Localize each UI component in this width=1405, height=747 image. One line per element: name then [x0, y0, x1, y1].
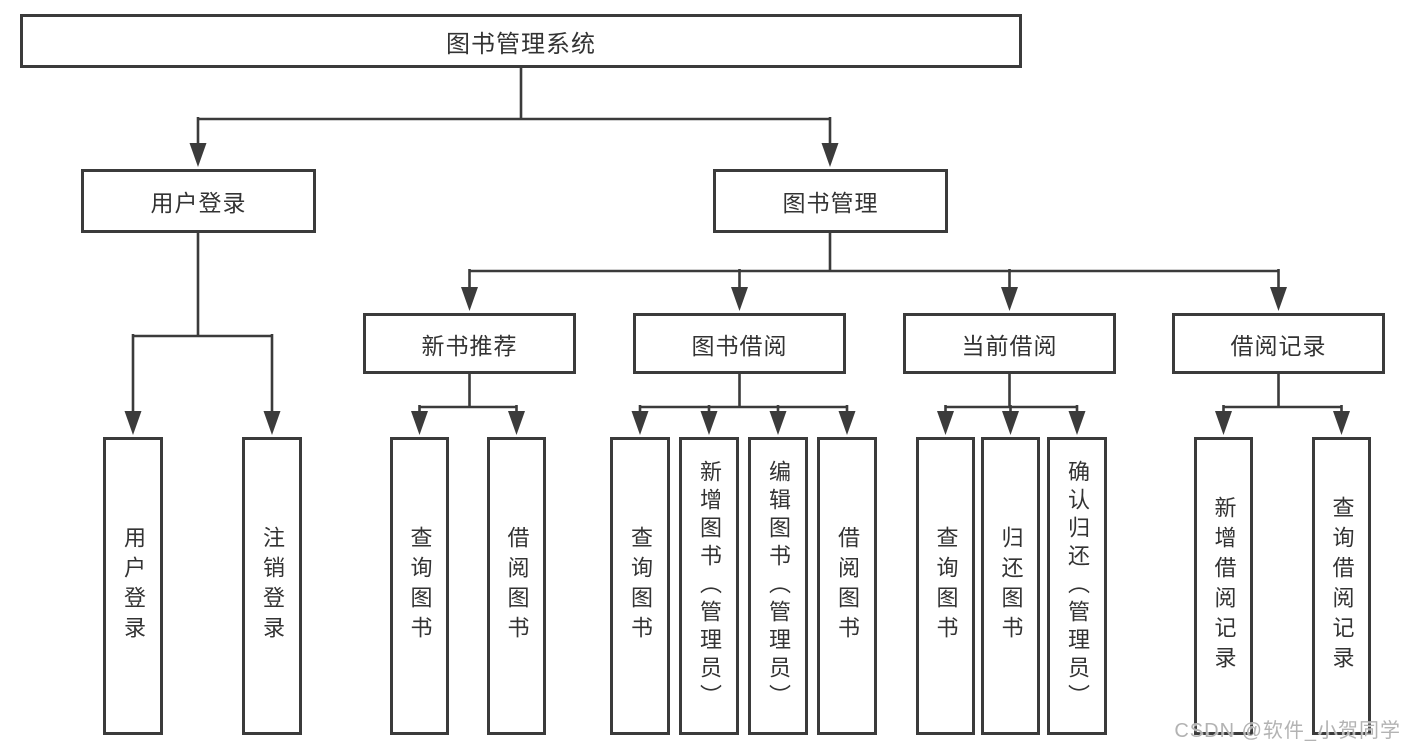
connector-records-split — [1222, 374, 1343, 421]
arrowhead-icon — [1215, 411, 1232, 435]
arrowhead-icon — [411, 411, 428, 435]
connector-borrow-split — [638, 374, 849, 421]
connector-root-to-level2 — [196, 67, 832, 152]
arrowhead-icon — [731, 287, 748, 311]
csdn-watermark: CSDN @软件_小贺同学 — [1174, 720, 1401, 742]
arrowhead-icon — [1001, 287, 1018, 311]
arrowhead-icon — [1270, 287, 1287, 311]
node-edit-book-admin: 编辑图书（管理员） — [748, 437, 808, 735]
node-logout-leaf: 注销登录 — [242, 437, 302, 735]
arrowhead-icon — [821, 143, 839, 167]
arrowhead-icon — [937, 411, 954, 435]
node-current-borrowing: 当前借阅 — [903, 313, 1116, 374]
arrowheads — [124, 143, 1350, 435]
connector-newbooks-split — [418, 374, 518, 421]
arrowhead-icon — [838, 411, 856, 435]
node-library-management-system: 图书管理系统 — [20, 14, 1022, 68]
node-user-login-branch: 用户登录 — [81, 169, 316, 233]
arrowhead-icon — [631, 411, 649, 435]
node-add-book-admin: 新增图书（管理员） — [679, 437, 739, 735]
arrowhead-icon — [1002, 411, 1019, 435]
connector-mgmt-to-level3 — [468, 233, 1280, 297]
arrowhead-icon — [508, 411, 525, 435]
node-return-book: 归还图书 — [981, 437, 1040, 735]
connector-login-split — [131, 233, 274, 421]
node-new-book-recommendation: 新书推荐 — [363, 313, 576, 374]
arrowhead-icon — [124, 411, 142, 435]
arrowhead-icon — [1333, 411, 1350, 435]
node-query-books-current: 查询图书 — [916, 437, 975, 735]
node-book-borrowing: 图书借阅 — [633, 313, 846, 374]
node-borrowing-records: 借阅记录 — [1172, 313, 1385, 374]
node-query-books-newbooks: 查询图书 — [390, 437, 449, 735]
node-confirm-return-admin: 确认归还（管理员） — [1047, 437, 1107, 735]
arrowhead-icon — [189, 143, 207, 167]
node-book-management-branch: 图书管理 — [713, 169, 948, 233]
node-add-borrow-record: 新增借阅记录 — [1194, 437, 1253, 735]
arrowhead-icon — [263, 411, 281, 435]
arrowhead-icon — [769, 411, 787, 435]
node-borrow-books-newbooks: 借阅图书 — [487, 437, 546, 735]
node-user-login-leaf: 用户登录 — [103, 437, 163, 735]
arrowhead-icon — [1068, 411, 1086, 435]
node-borrow-books-borrowing: 借阅图书 — [817, 437, 877, 735]
node-query-borrow-record: 查询借阅记录 — [1312, 437, 1371, 735]
arrowhead-icon — [461, 287, 478, 311]
arrowhead-icon — [700, 411, 718, 435]
node-query-books-borrowing: 查询图书 — [610, 437, 670, 735]
